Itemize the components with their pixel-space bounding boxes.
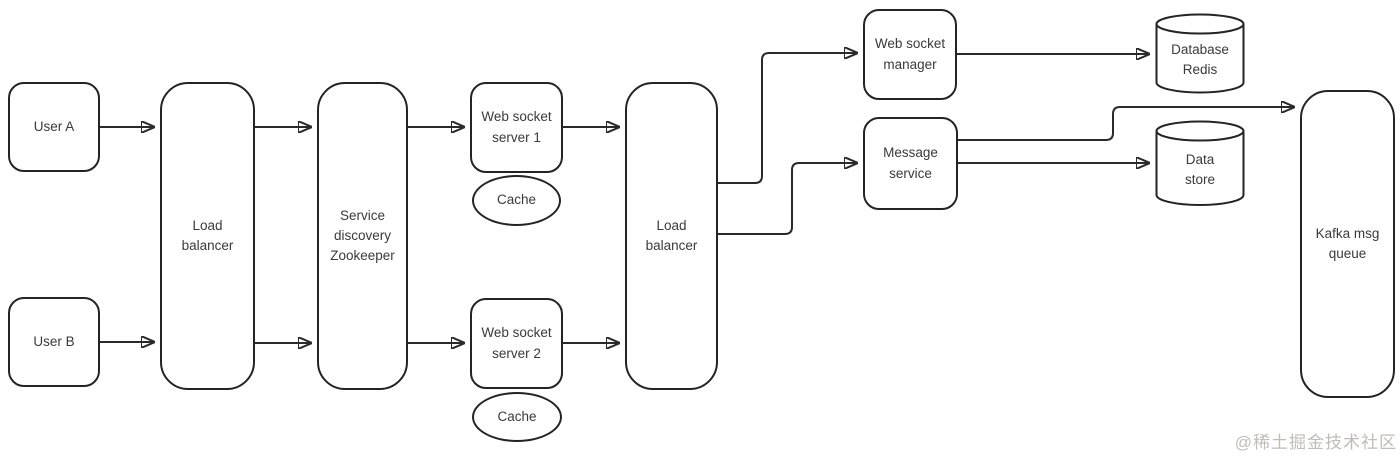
node-database-redis: Database Redis	[1155, 13, 1245, 95]
node-service-discovery-zookeeper: Service discovery Zookeeper	[317, 82, 408, 390]
node-load-balancer-1: Load balancer	[160, 82, 255, 390]
node-cache-2-label: Cache	[497, 408, 537, 424]
node-user-a-label: User A	[33, 118, 75, 134]
edge-lb2-msgsvc	[718, 163, 857, 235]
node-web-socket-server-2: Web socket server 2	[470, 298, 563, 389]
node-cache-1: Cache	[472, 175, 561, 226]
node-data-store: Data store	[1155, 120, 1245, 208]
node-message-service: Message service	[863, 117, 958, 210]
node-load-balancer-1-label: Load balancer	[181, 217, 234, 253]
node-web-socket-server-1: Web socket server 1	[470, 82, 563, 173]
node-load-balancer-2-label: Load balancer	[645, 217, 698, 253]
node-web-socket-manager: Web socket manager	[863, 9, 957, 100]
node-user-b-label: User B	[33, 333, 75, 349]
node-user-a: User A	[8, 82, 100, 172]
edge-msgsvc-kafka	[958, 107, 1294, 141]
node-cache-2: Cache	[472, 392, 562, 442]
node-web-socket-server-2-label: Web socket server 2	[481, 325, 552, 361]
node-user-b: User B	[8, 297, 100, 387]
edge-lb2-wsm	[718, 53, 857, 184]
database-cylinder-icon	[1155, 13, 1245, 94]
node-data-store-label: Data store	[1184, 151, 1215, 187]
node-database-redis-label: Database Redis	[1171, 41, 1229, 77]
node-load-balancer-2: Load balancer	[625, 82, 718, 390]
watermark: @稀土掘金技术社区	[1234, 433, 1397, 452]
node-service-discovery-label: Service discovery Zookeeper	[330, 207, 395, 264]
node-message-service-label: Message service	[883, 145, 938, 181]
node-web-socket-manager-label: Web socket manager	[874, 36, 946, 72]
node-cache-1-label: Cache	[496, 192, 537, 208]
database-cylinder-icon	[1155, 120, 1245, 206]
node-web-socket-server-1-label: Web socket server 1	[481, 109, 552, 145]
node-kafka-msg-queue: Kafka msg queue	[1300, 90, 1395, 398]
node-kafka-msg-queue-label: Kafka msg queue	[1315, 225, 1380, 261]
